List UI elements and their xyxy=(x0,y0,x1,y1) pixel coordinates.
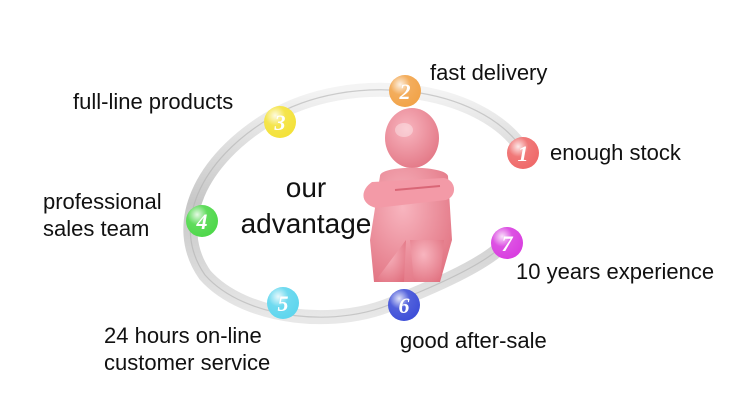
badge-2: 2 xyxy=(389,75,421,107)
label-fast-delivery: fast delivery xyxy=(430,60,548,85)
label-customer-service-line2: customer service xyxy=(104,350,271,375)
label-full-line-products: full-line products xyxy=(73,89,234,114)
label-good-after-sale: good after-sale xyxy=(400,328,547,353)
badge-5-number: 5 xyxy=(278,291,289,316)
badge-3-number: 3 xyxy=(274,110,286,135)
badge-4: 4 xyxy=(186,205,218,237)
badge-4-number: 4 xyxy=(196,209,208,234)
label-enough-stock: enough stock xyxy=(550,140,681,165)
label-professional-line1: professional xyxy=(43,189,162,214)
label-professional-line2: sales team xyxy=(43,216,150,241)
person-figure xyxy=(363,108,455,282)
badge-7-number: 7 xyxy=(502,231,514,256)
label-customer-service-line1: 24 hours on-line xyxy=(104,323,262,348)
label-customer-service: 24 hours on-line customer service xyxy=(104,322,304,376)
label-professional-sales-team: professional sales team xyxy=(43,188,193,242)
center-title: our advantage xyxy=(226,170,386,242)
badge-6-number: 6 xyxy=(399,293,410,318)
label-10-years-experience: 10 years experience xyxy=(516,259,715,284)
center-title-line1: our xyxy=(285,172,327,203)
badge-7: 7 xyxy=(491,227,523,259)
badge-5: 5 xyxy=(267,287,299,319)
badge-1-number: 1 xyxy=(518,141,529,166)
badge-2-number: 2 xyxy=(399,79,411,104)
center-title-line2: advantage xyxy=(240,208,372,239)
badge-1: 1 xyxy=(507,137,539,169)
badge-6: 6 xyxy=(388,289,420,321)
badge-3: 3 xyxy=(264,106,296,138)
